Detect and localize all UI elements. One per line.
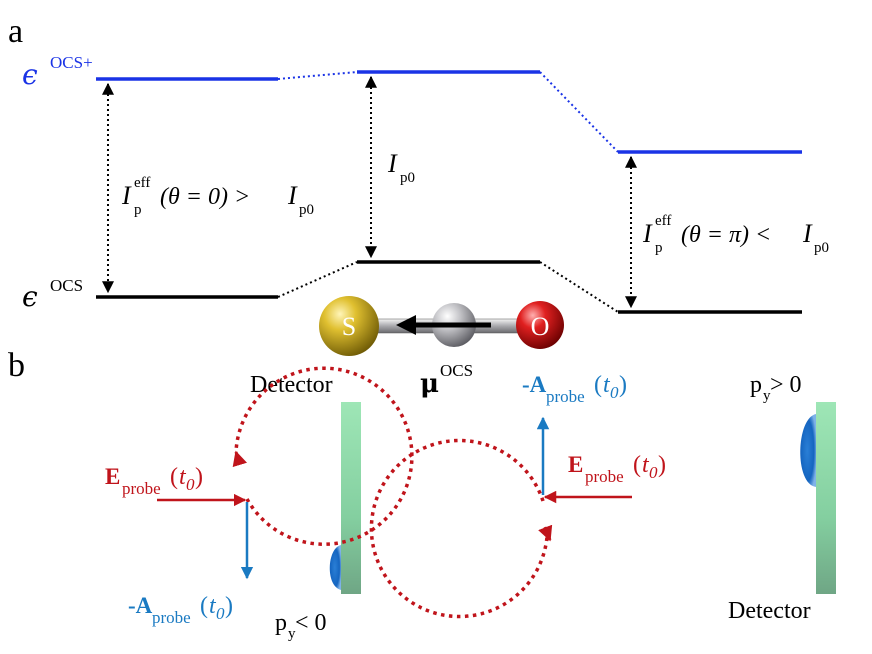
panel-b-label: b xyxy=(8,347,25,384)
right-circular-field xyxy=(369,438,549,619)
svg-text:0: 0 xyxy=(186,475,195,494)
dipole-label: μ OCS xyxy=(420,361,473,399)
svg-text:E: E xyxy=(568,452,583,477)
svg-text:p: p xyxy=(655,240,663,256)
oxygen-atom xyxy=(516,301,564,349)
oxygen-label: O xyxy=(531,312,550,341)
svg-text:): ) xyxy=(619,372,627,398)
left-circular-field-arrowhead xyxy=(232,450,248,468)
svg-text:eff: eff xyxy=(134,175,150,191)
svg-text:t: t xyxy=(642,452,650,478)
right-detector xyxy=(816,402,836,594)
svg-text:(: ( xyxy=(200,593,208,619)
svg-text:p0: p0 xyxy=(814,240,829,256)
svg-text:p: p xyxy=(275,610,287,636)
svg-text:t: t xyxy=(209,593,217,619)
svg-text:p0: p0 xyxy=(400,170,415,186)
left-circular-field xyxy=(234,366,414,546)
svg-text:probe: probe xyxy=(122,479,161,498)
svg-text:p: p xyxy=(750,372,762,398)
svg-text:probe: probe xyxy=(546,387,585,406)
svg-text:I: I xyxy=(642,219,653,248)
right-e-field-label: E probe ( t 0 ) xyxy=(568,452,666,486)
svg-text:μ: μ xyxy=(420,369,439,399)
cation-levels xyxy=(96,70,802,154)
svg-text:): ) xyxy=(225,593,233,619)
ocs-molecule: S O xyxy=(319,296,564,356)
sulfur-atom xyxy=(319,296,379,356)
svg-text:(: ( xyxy=(633,452,641,478)
right-gap-label: I eff p (θ = π) < I p0 xyxy=(642,213,829,256)
svg-text:> 0: > 0 xyxy=(770,372,802,398)
svg-text:): ) xyxy=(195,464,203,490)
svg-text:probe: probe xyxy=(152,608,191,627)
left-momentum-label: p y < 0 xyxy=(275,610,327,642)
svg-text:I: I xyxy=(802,219,813,248)
sulfur-label: S xyxy=(342,312,356,341)
right-circular-field-arrowhead xyxy=(538,524,553,542)
right-momentum-label: p y > 0 xyxy=(750,372,802,404)
svg-text:-A: -A xyxy=(128,593,153,618)
cation-energy-symbol: ϵ xyxy=(22,58,38,91)
svg-text:probe: probe xyxy=(585,467,624,486)
center-gap-label: I p0 xyxy=(387,149,415,186)
neutral-levels xyxy=(96,260,802,314)
svg-text:): ) xyxy=(658,452,666,478)
left-gap-label: I eff p (θ = 0) > I p0 xyxy=(121,175,314,218)
svg-text:y: y xyxy=(763,388,771,404)
svg-text:OCS: OCS xyxy=(440,361,473,380)
svg-text:0: 0 xyxy=(610,383,619,402)
svg-text:t: t xyxy=(179,464,187,490)
left-detector-label: Detector xyxy=(250,372,333,398)
svg-text:0: 0 xyxy=(216,604,225,623)
right-detector-label: Detector xyxy=(728,598,811,624)
svg-text:(θ = π) <: (θ = π) < xyxy=(681,222,771,248)
right-a-vector-label: -A probe ( t 0 ) xyxy=(522,372,627,406)
left-a-vector-label: -A probe ( t 0 ) xyxy=(128,593,233,627)
svg-text:< 0: < 0 xyxy=(295,610,327,636)
svg-text:(: ( xyxy=(594,372,602,398)
left-electron-spot xyxy=(329,545,341,590)
svg-text:y: y xyxy=(288,626,296,642)
svg-text:I: I xyxy=(121,181,132,210)
svg-text:I: I xyxy=(287,181,298,210)
left-e-field-label: E probe ( t 0 ) xyxy=(105,464,203,498)
right-electron-spot xyxy=(800,414,816,487)
svg-text:I: I xyxy=(387,149,398,178)
svg-text:(: ( xyxy=(170,464,178,490)
neutral-energy-symbol: ϵ xyxy=(22,280,38,313)
svg-text:-A: -A xyxy=(522,372,547,397)
cation-energy-superscript: OCS+ xyxy=(50,53,93,72)
left-detector xyxy=(341,402,361,594)
svg-text:(θ = 0) >: (θ = 0) > xyxy=(160,184,250,210)
svg-text:p: p xyxy=(134,202,142,218)
svg-text:E: E xyxy=(105,464,120,489)
panel-a-label: a xyxy=(8,13,23,50)
svg-text:p0: p0 xyxy=(299,202,314,218)
neutral-energy-superscript: OCS xyxy=(50,276,83,295)
svg-text:0: 0 xyxy=(649,463,658,482)
svg-text:eff: eff xyxy=(655,213,671,229)
svg-text:t: t xyxy=(603,372,611,398)
